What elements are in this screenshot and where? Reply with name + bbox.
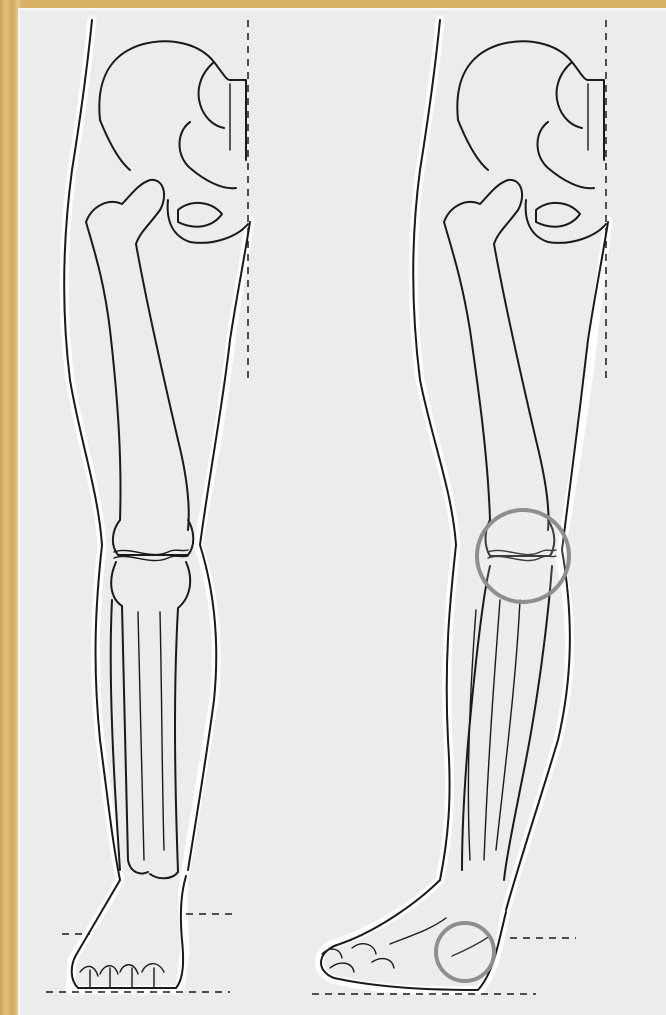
leg-skeleton-rotated-icon [312, 20, 608, 994]
leg-skeleton-front-icon [46, 20, 250, 992]
knee-joint-highlight-icon [477, 510, 569, 602]
ankle-joint-highlight-icon [436, 923, 494, 981]
